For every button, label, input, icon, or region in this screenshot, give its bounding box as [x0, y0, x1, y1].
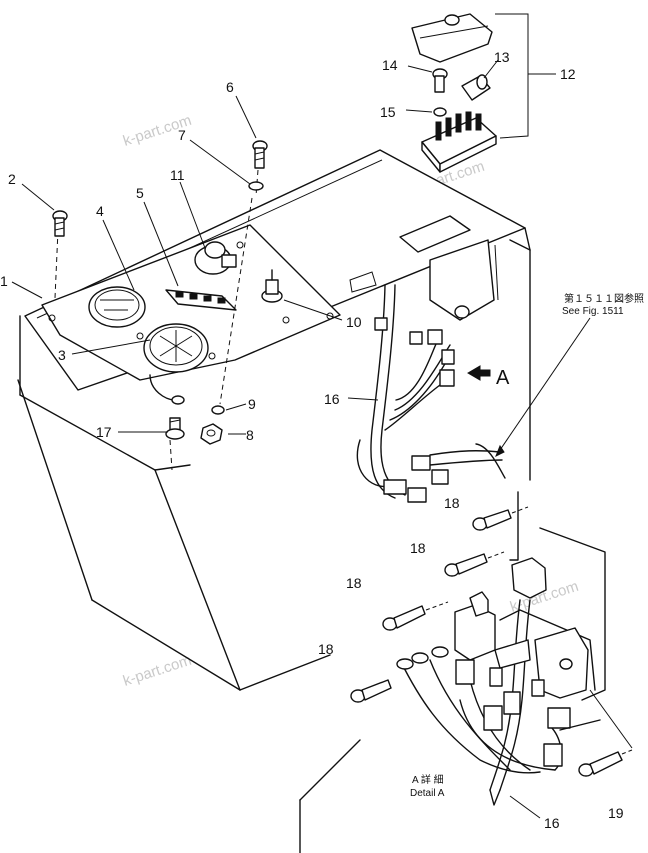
callout-16: 16	[324, 391, 340, 407]
callout-19: 19	[608, 805, 624, 821]
fuse-box	[421, 111, 497, 173]
leader-lines	[11, 59, 541, 819]
connector	[383, 479, 407, 495]
callout-7: 7	[178, 127, 186, 143]
callout-10: 10	[346, 314, 362, 330]
callout-labels: 1 2 3 4 5 6 7 8 9 10 11 12 13 14 15 16 1…	[0, 49, 624, 831]
nut-8	[200, 423, 223, 445]
view-arrow-label: A	[496, 367, 510, 389]
callout-4: 4	[96, 203, 104, 219]
callout-18: 18	[346, 575, 362, 591]
fuse-13	[461, 74, 491, 101]
callout-12: 12	[560, 66, 576, 82]
callout-9: 9	[248, 396, 256, 412]
callout-8: 8	[246, 427, 254, 443]
connector	[409, 331, 423, 345]
reference-note-en: See Fig. 1511	[562, 306, 624, 317]
detail-note-en: Detail A	[410, 788, 445, 799]
pilot-lamp-block	[165, 289, 237, 311]
fuse-box-cover	[411, 13, 493, 63]
toggle-switch	[261, 269, 283, 303]
gauge-lower	[143, 323, 209, 373]
screw-2	[52, 210, 68, 237]
detail-note-jp: A 詳 細	[412, 773, 444, 786]
reference-note-jp: 第１５１１図参照	[564, 292, 644, 305]
connector	[411, 455, 431, 471]
screw-6	[252, 140, 268, 169]
callout-6: 6	[226, 79, 234, 95]
callout-14: 14	[382, 57, 398, 73]
watermark: k-part.com	[121, 652, 194, 690]
starter-switch	[194, 241, 237, 275]
bolt-18	[472, 506, 529, 531]
callout-18: 18	[410, 540, 426, 556]
washer-9	[211, 405, 225, 415]
callout-16: 16	[544, 815, 560, 831]
connector	[374, 317, 388, 331]
fuse-box-cutout	[399, 215, 471, 253]
callout-1: 1	[0, 273, 8, 289]
callout-17: 17	[96, 424, 112, 440]
reference-leader	[499, 317, 591, 451]
washer-15	[433, 107, 447, 117]
callout-12-bracket	[495, 13, 529, 139]
bolt-18	[350, 679, 392, 703]
callout-15: 15	[380, 104, 396, 120]
detail-a	[299, 491, 606, 853]
callout-18: 18	[318, 641, 334, 657]
callout-5: 5	[136, 185, 144, 201]
callout-18: 18	[444, 495, 460, 511]
washer-7	[248, 181, 264, 191]
connector	[407, 487, 427, 503]
bolt-18	[444, 551, 505, 577]
callout-13: 13	[494, 49, 510, 65]
wiring-harness-upper	[356, 284, 506, 499]
callout-11: 11	[170, 167, 185, 183]
bolt-18	[382, 601, 449, 631]
connector	[439, 369, 455, 387]
gauge-ground-wire	[149, 374, 176, 401]
screw-14	[432, 68, 448, 93]
callout-3: 3	[58, 347, 66, 363]
guide-line	[54, 229, 59, 299]
view-arrow	[467, 365, 491, 381]
bolt-19	[578, 689, 633, 777]
connector	[431, 469, 449, 485]
connector	[441, 349, 455, 365]
callout-2: 2	[8, 171, 16, 187]
bolt-17	[165, 417, 185, 440]
connector	[427, 329, 443, 345]
relay-block	[349, 239, 495, 321]
gauge-upper	[88, 286, 146, 328]
